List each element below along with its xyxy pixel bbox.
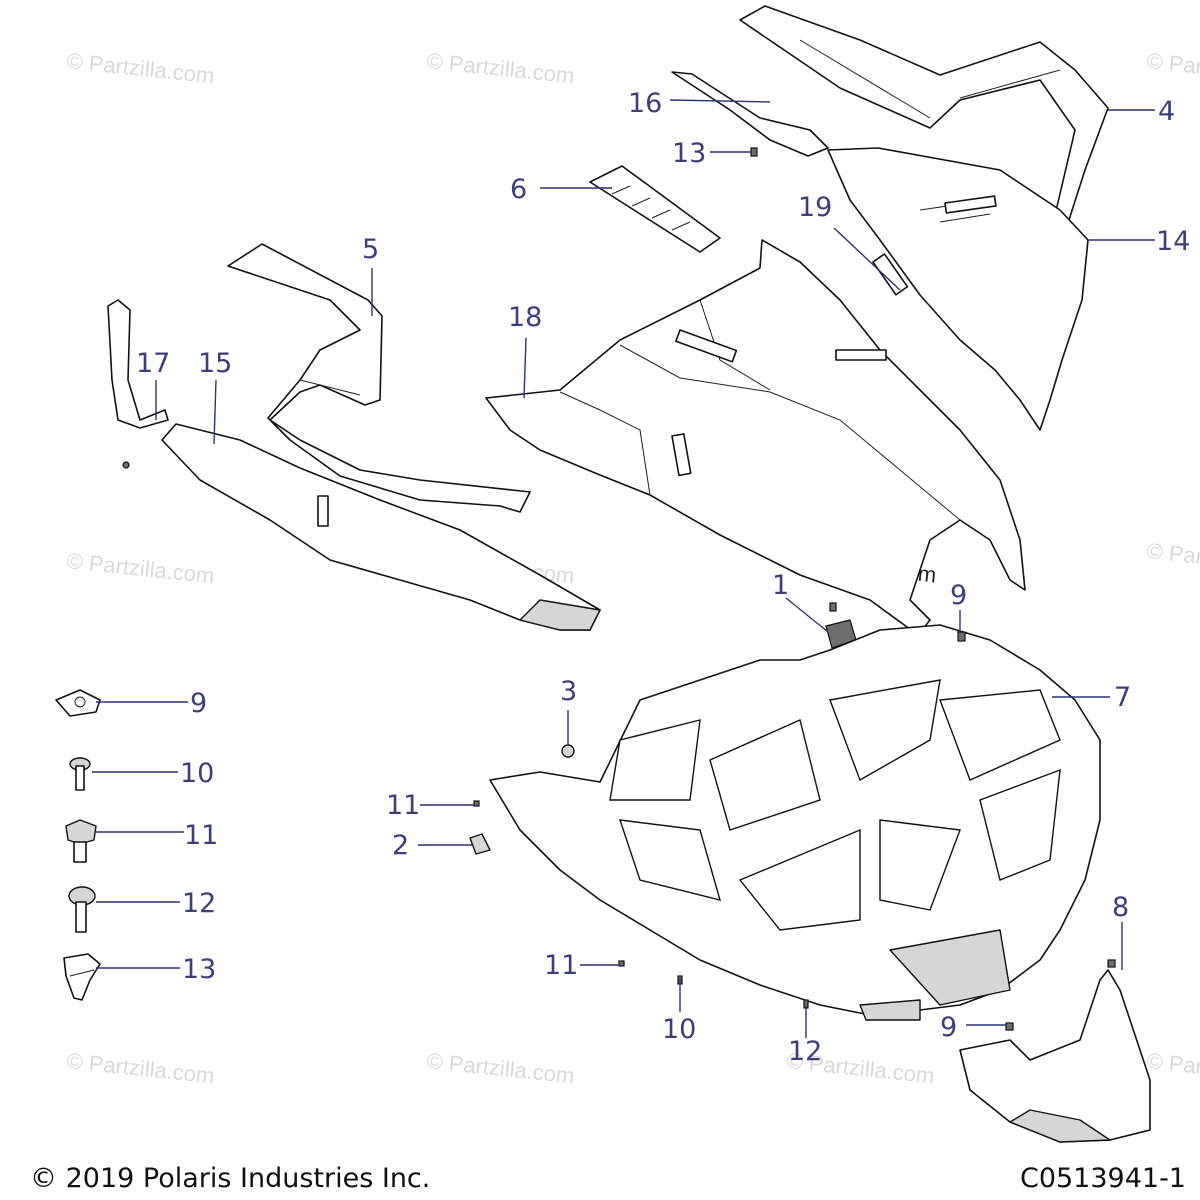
legend-12-screw-icon [68,886,96,933]
part-17-side-post[interactable] [107,299,169,469]
callout-11-legend: 11 [184,820,218,851]
callout-5: 5 [362,234,379,265]
callouts: 4 16 13 6 19 14 5 18 17 15 1 9 7 3 11 2 … [136,88,1190,1067]
part-8-lower-cover[interactable] [959,969,1151,1143]
part-18-hood[interactable] [485,239,1026,636]
callout-2: 2 [392,830,409,861]
callout-14: 14 [1156,226,1190,257]
callout-3: 3 [560,676,577,707]
callout-12-legend: 12 [182,888,216,919]
leader-lines [92,99,1155,1038]
callout-11-left: 11 [386,790,420,821]
callout-9-legend: 9 [190,688,207,719]
part-14-hood-fender[interactable] [827,147,1089,431]
callout-11-bottom: 11 [544,950,578,981]
hardware-dots [473,631,1116,1031]
callout-6: 6 [510,174,527,205]
callout-8: 8 [1112,892,1129,923]
watermark: © Partzilla.com [65,548,215,588]
callout-10-legend: 10 [180,758,214,789]
legend-9-nut-icon [55,689,101,717]
part-7-hood-frame[interactable] [489,624,1101,1021]
callout-18: 18 [508,302,542,333]
callout-4: 4 [1158,96,1175,127]
callout-15: 15 [198,348,232,379]
watermark: © Partzilla.com [1145,48,1200,88]
part-6-vent-grille[interactable] [589,165,721,253]
part-19-decal[interactable] [872,253,909,296]
callout-12-bottom: 12 [788,1036,822,1067]
watermark: © Partzilla.com [425,1048,575,1088]
watermark: © Partzilla.com [65,48,215,88]
legend-13-push-rivet-icon [63,953,101,1001]
callout-17: 17 [136,348,170,379]
watermark: © Partzilla.com [65,1048,215,1088]
part-15-rocker-panel[interactable] [161,423,601,631]
part-3-grommet[interactable] [561,744,575,758]
copyright-text: © 2019 Polaris Industries Inc. [30,1163,431,1194]
callout-10-bottom: 10 [662,1014,696,1045]
callout-13-legend: 13 [182,954,216,985]
watermark: © Partzilla.com [1145,1048,1200,1088]
legend-10-screw-icon [69,757,91,791]
callout-19: 19 [798,192,832,223]
callout-1: 1 [772,570,789,601]
callout-9-bottom: 9 [940,1012,957,1043]
watermark: © Partzilla.com [425,48,575,88]
part-2-clip[interactable] [469,833,491,855]
watermark: © Partzilla.com [1145,538,1200,578]
callout-7: 7 [1114,682,1131,713]
part-5-side-trim[interactable] [227,243,531,513]
callout-9-frame: 9 [950,580,967,611]
callout-13: 13 [672,138,706,169]
part-16-trim-strip[interactable] [671,71,829,157]
legend-hardware [55,689,101,1001]
legend-11-bolt-icon [65,819,97,863]
diagram-code: C0513941-1 [1019,1163,1186,1194]
callout-16: 16 [628,88,662,119]
